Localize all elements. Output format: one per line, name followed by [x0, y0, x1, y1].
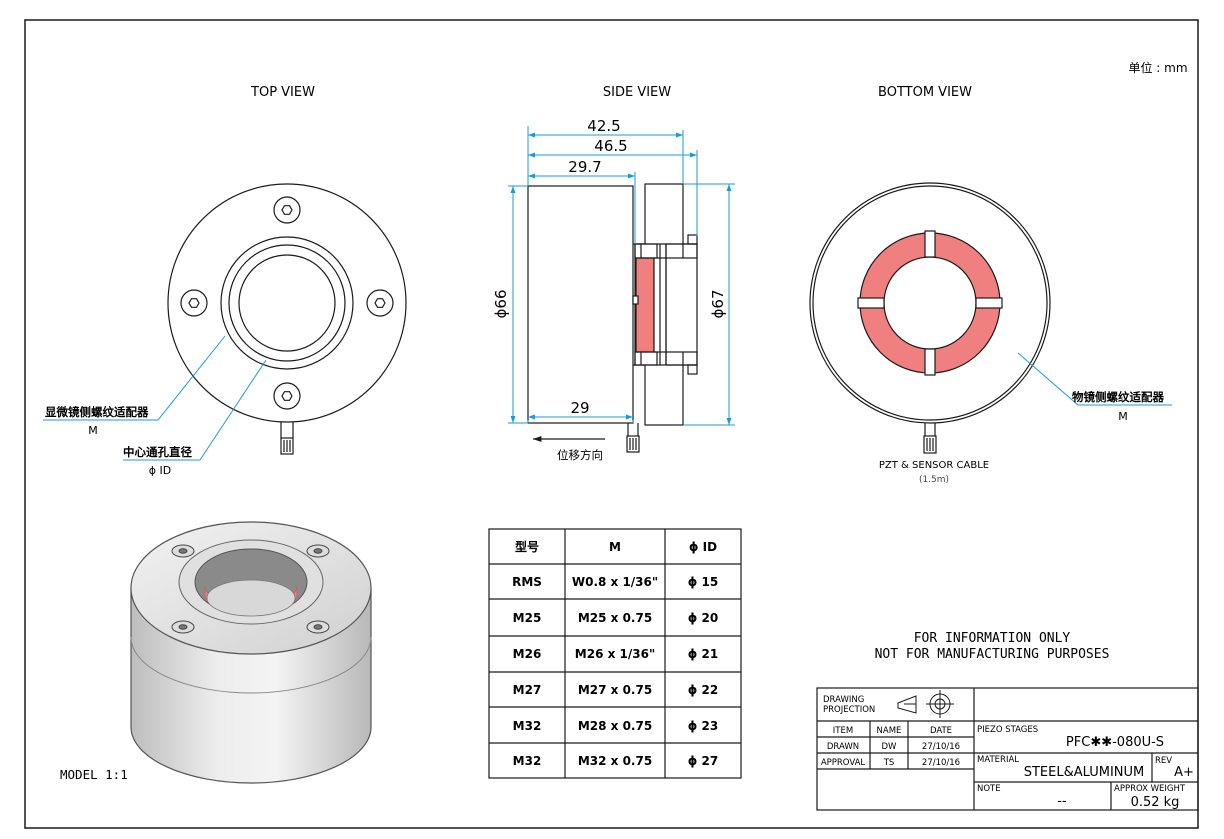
screw-icon	[273, 382, 301, 410]
cable-label: PZT & SENSOR CABLE	[879, 460, 989, 471]
table-cell: M27	[513, 683, 542, 697]
cable-connector-icon	[923, 423, 937, 454]
screw-icon	[180, 289, 208, 317]
rev-label: REV	[1155, 756, 1172, 766]
weight-value: 0.52 kg	[1131, 795, 1180, 810]
weight-label: APPROX WEIGHT	[1114, 784, 1186, 794]
screw-icon	[273, 196, 301, 224]
notice-line-1: FOR INFORMATION ONLY	[914, 631, 1071, 646]
screw-icon	[366, 289, 394, 317]
dim-d66: ϕ66	[492, 290, 510, 319]
side-view-dimensions	[508, 126, 735, 426]
spec-table-text: 型号 M ϕ ID RMS W0.8 x 1/36" ϕ 15 M25 M25 …	[512, 539, 718, 768]
title-block-text: DRAWING PROJECTION ITEM NAME DATE DRAWN …	[821, 695, 1186, 794]
dim-29-7: 29.7	[568, 158, 601, 176]
top-view	[167, 183, 407, 455]
drawn-name: DW	[882, 742, 898, 752]
sheet-border	[24, 19, 1199, 829]
projection-label-1: DRAWING	[823, 695, 864, 705]
table-cell: ϕ 23	[688, 719, 718, 733]
cable-connector-icon	[280, 422, 294, 455]
title-block	[816, 687, 1199, 811]
note-label: NOTE	[977, 784, 1001, 794]
screw-icon	[171, 544, 330, 634]
callout-m-title: 显微镜侧螺纹适配器	[45, 405, 149, 419]
bottom-callout-sub: M	[1118, 410, 1128, 423]
table-cell: ϕ 20	[688, 611, 718, 625]
table-cell: M26 x 1/36"	[575, 647, 655, 661]
callout-id-sub: ϕ ID	[149, 464, 171, 477]
table-cell: M32	[513, 754, 542, 768]
approval-label: APPROVAL	[821, 758, 866, 768]
material-value: STEEL&ALUMINUM	[1024, 765, 1145, 780]
bottom-view-title: BOTTOM VIEW	[878, 85, 972, 100]
callout-m-sub: M	[88, 424, 98, 437]
table-cell: M32	[513, 719, 542, 733]
table-header-model: 型号	[515, 539, 539, 554]
top-view-title: TOP VIEW	[250, 85, 315, 100]
direction-label: 位移方向	[557, 448, 603, 462]
projection-label-2: PROJECTION	[823, 705, 875, 715]
approval-name: TS	[883, 758, 895, 768]
table-cell: M28 x 0.75	[578, 719, 652, 733]
table-cell: RMS	[512, 575, 542, 589]
table-cell: ϕ 15	[688, 575, 718, 589]
material-label: MATERIAL	[977, 755, 1019, 765]
table-cell: ϕ 21	[688, 647, 718, 661]
table-cell: M26	[513, 647, 542, 661]
drawn-date: 27/10/16	[922, 742, 960, 752]
title-block-values: PFC✱✱-080U-S STEEL&ALUMINUM A+ -- 0.52 k…	[1024, 735, 1194, 810]
side-view-title: SIDE VIEW	[603, 85, 671, 100]
bottom-view	[809, 182, 1051, 454]
notice-line-2: NOT FOR MANUFACTURING PURPOSES	[875, 647, 1110, 662]
note-value: --	[1057, 794, 1067, 809]
rev-value: A+	[1174, 765, 1194, 780]
col-item: ITEM	[833, 726, 853, 736]
top-view-leaders	[43, 335, 267, 461]
spec-table	[488, 528, 742, 779]
approval-date: 27/10/16	[922, 758, 960, 768]
table-header-m: M	[609, 540, 621, 554]
side-view	[527, 183, 698, 453]
bottom-view-leader	[1017, 352, 1172, 406]
drawn-label: DRAWN	[827, 742, 859, 752]
table-cell: M25 x 0.75	[578, 611, 652, 625]
table-cell: W0.8 x 1/36"	[572, 575, 658, 589]
bottom-callout-title: 物镜侧螺纹适配器	[1072, 390, 1164, 404]
dim-46-5: 46.5	[594, 137, 627, 155]
dim-29: 29	[570, 399, 589, 417]
category-label: PIEZO STAGES	[977, 725, 1038, 735]
projection-symbol-icon	[897, 690, 954, 718]
col-date: DATE	[930, 726, 952, 736]
dim-d67: ϕ67	[709, 290, 727, 319]
table-cell: ϕ 22	[688, 683, 718, 697]
table-cell: M27 x 0.75	[578, 683, 652, 697]
piezo-element	[635, 257, 655, 353]
iso-model-render	[130, 521, 372, 784]
cable-length: (1.5m)	[919, 475, 949, 485]
model-scale: MODEL 1:1	[60, 767, 128, 782]
table-cell: M32 x 0.75	[578, 754, 652, 768]
table-cell: M25	[513, 611, 542, 625]
cable-connector-icon	[626, 423, 640, 453]
dim-42-5: 42.5	[587, 117, 620, 135]
table-cell: ϕ 27	[688, 754, 718, 768]
unit-note: 单位 : mm	[1128, 60, 1187, 75]
table-header-id: ϕ ID	[689, 540, 717, 554]
col-name: NAME	[877, 726, 902, 736]
callout-id-title: 中心通孔直径	[123, 445, 192, 459]
part-number: PFC✱✱-080U-S	[1066, 735, 1164, 750]
